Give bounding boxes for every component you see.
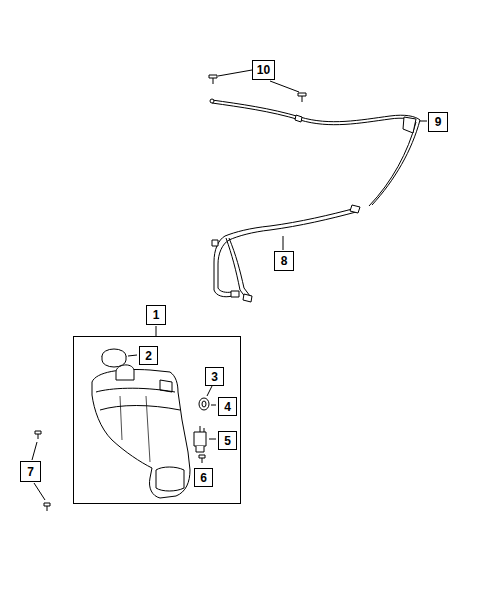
- callout-number: 4: [224, 401, 231, 413]
- leader-line: [270, 81, 299, 92]
- callout-number: 9: [435, 116, 442, 128]
- callout-box: 2: [139, 346, 158, 365]
- leader-line: [156, 326, 157, 336]
- washer-hose-lower: [212, 205, 360, 302]
- callout-number: 2: [145, 350, 152, 362]
- callout-number: 6: [200, 472, 207, 484]
- callout-box: 9: [428, 112, 448, 132]
- leader-line: [128, 355, 137, 356]
- reservoir-cap: [102, 349, 126, 367]
- leader-line: [211, 405, 216, 406]
- washer-reservoir: [92, 365, 190, 498]
- leader-line: [283, 236, 284, 250]
- callout-number: 1: [153, 309, 160, 321]
- washer-pump: [194, 426, 206, 452]
- leader-line: [207, 386, 212, 396]
- part-group-box: 123456: [73, 336, 241, 504]
- leader-line: [420, 121, 427, 122]
- callout-box: 7: [20, 461, 41, 482]
- screw: [35, 431, 41, 439]
- leader-line: [32, 442, 37, 460]
- callout-number: 7: [27, 466, 34, 478]
- leader-line: [218, 70, 252, 76]
- callout-box: 3: [205, 367, 224, 386]
- screw: [44, 503, 50, 511]
- callout-box: 6: [194, 468, 213, 487]
- callout-box: 5: [218, 431, 237, 450]
- leader-line: [209, 439, 216, 440]
- washer-hose-upper: [210, 99, 420, 206]
- callout-number: 8: [281, 255, 288, 267]
- leader-line: [34, 483, 45, 500]
- callout-box: 1: [146, 305, 166, 325]
- screw: [298, 93, 306, 102]
- screw: [199, 455, 205, 463]
- callout-number: 5: [224, 435, 231, 447]
- screw: [209, 75, 217, 84]
- callout-box: 10: [252, 60, 275, 80]
- grommet: [199, 398, 209, 410]
- callout-box: 8: [274, 251, 294, 271]
- callout-number: 3: [211, 371, 218, 383]
- callout-box: 4: [218, 397, 237, 416]
- callout-number: 10: [257, 64, 270, 76]
